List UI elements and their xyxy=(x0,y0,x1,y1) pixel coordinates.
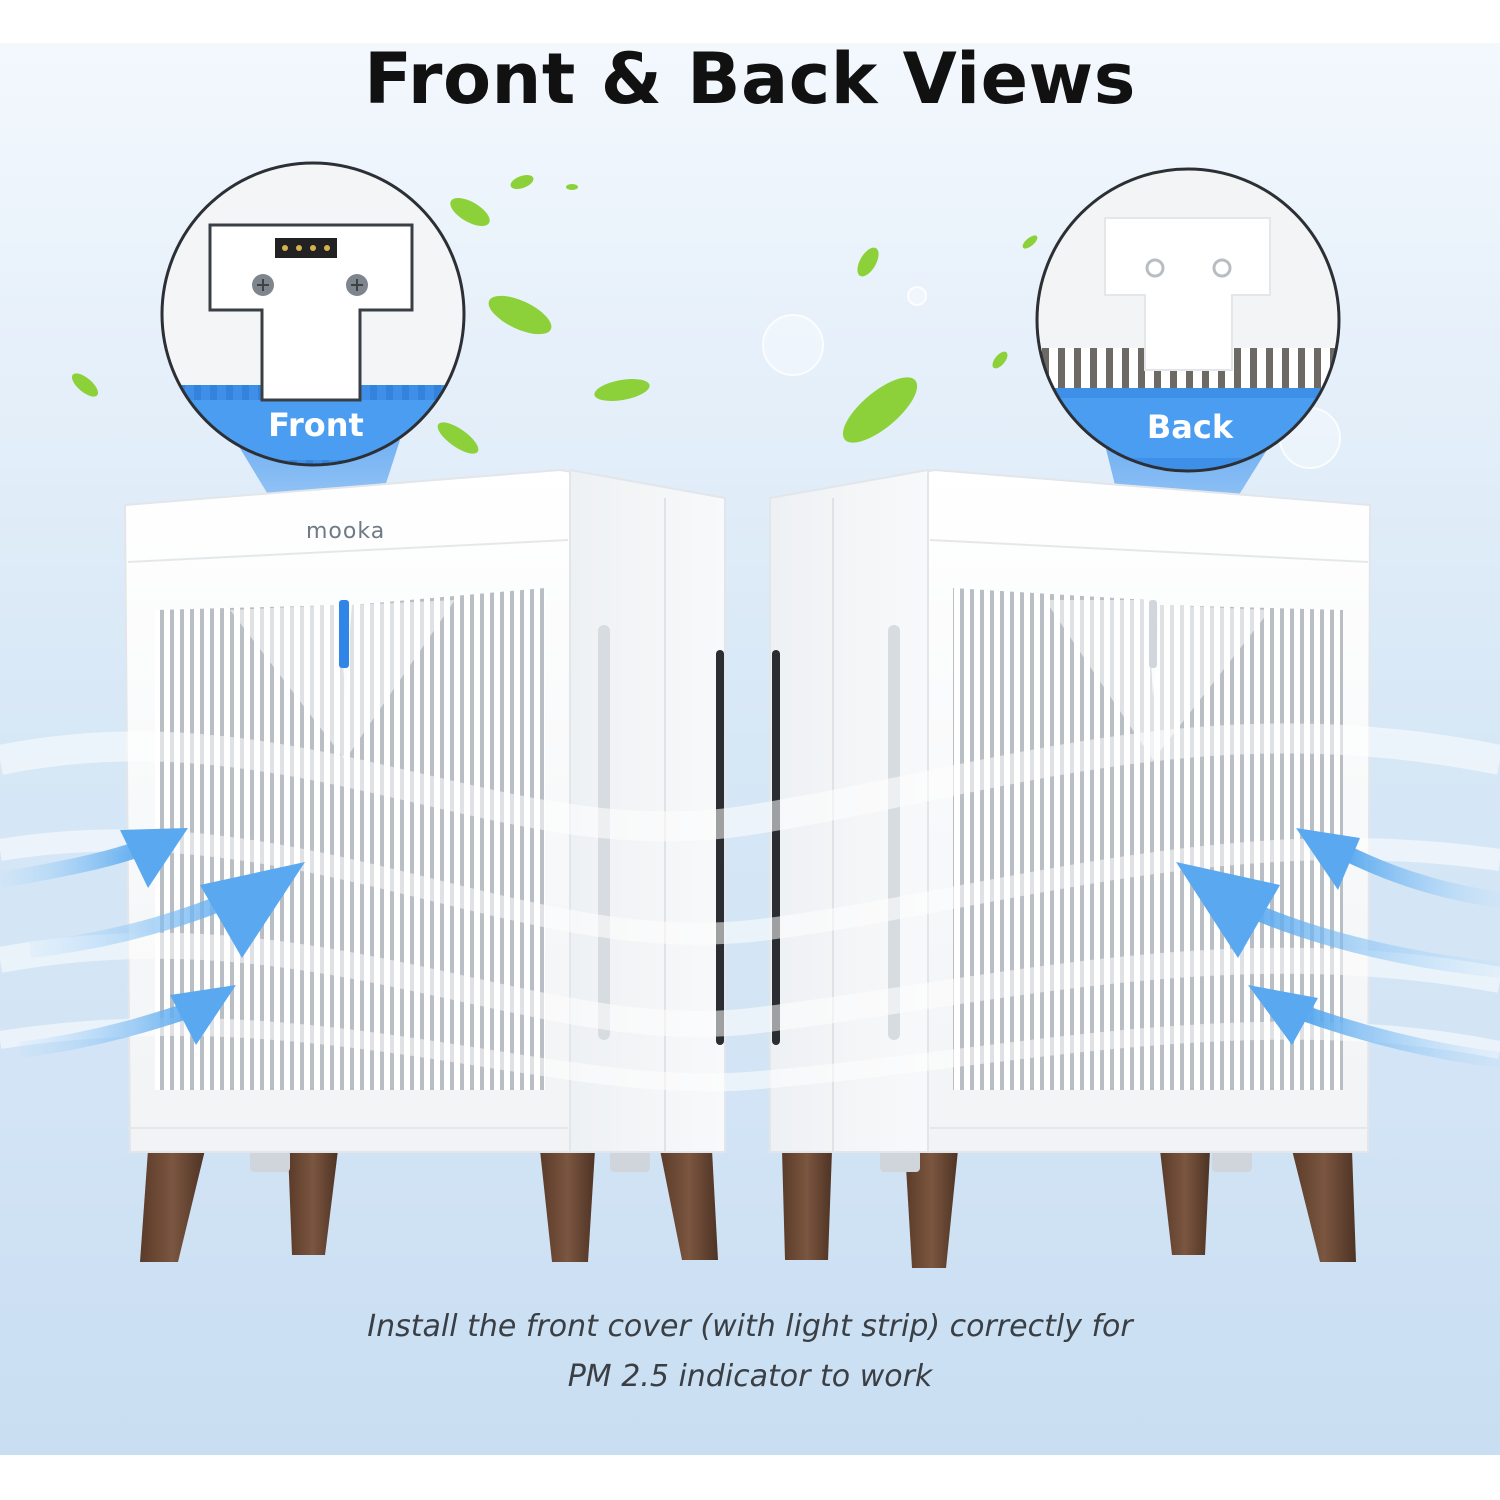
caption-line-2: PM 2.5 indicator to work xyxy=(567,1359,933,1394)
airflow-arrow-icon xyxy=(19,985,236,1058)
page-title: Front & Back Views xyxy=(364,38,1136,120)
airflow-arrow-icon xyxy=(0,828,188,888)
leaf-icon xyxy=(488,295,552,335)
front-label: Front xyxy=(268,406,364,444)
screw-icon xyxy=(252,274,274,296)
airflow-arrow-icon xyxy=(29,862,305,958)
front-callout: Front xyxy=(160,161,466,467)
leg xyxy=(1292,1150,1356,1262)
back-unit xyxy=(769,468,1372,1268)
leg xyxy=(905,1150,958,1268)
leaf-icon xyxy=(842,377,918,443)
leaf-icon xyxy=(437,422,479,454)
airflow-arrow-icon xyxy=(1248,985,1500,1068)
brand-logo: mooka xyxy=(306,519,385,544)
leaf-icon xyxy=(450,198,490,226)
airflow-arrow-icon xyxy=(1296,828,1500,908)
caption-line-1: Install the front cover (with light stri… xyxy=(367,1309,1133,1344)
bubble-icon xyxy=(762,314,824,376)
front-unit: mooka xyxy=(123,468,726,1262)
airflow-arrow-icon xyxy=(1176,862,1500,978)
back-label: Back xyxy=(1147,408,1234,446)
front-grille xyxy=(155,588,545,1090)
leaf-icon xyxy=(594,379,650,401)
leg xyxy=(660,1150,718,1260)
leg xyxy=(782,1150,832,1260)
leaf-icon xyxy=(857,247,879,277)
leaf-icon xyxy=(1022,235,1038,249)
screw-icon xyxy=(346,274,368,296)
instruction-caption: Install the front cover (with light stri… xyxy=(200,1302,1300,1402)
leaf-icon xyxy=(566,184,578,190)
leg xyxy=(288,1150,338,1255)
airflow-waves xyxy=(0,723,1500,1092)
leg xyxy=(1160,1150,1210,1255)
leg xyxy=(140,1150,205,1262)
leaf-icon xyxy=(992,351,1008,369)
leg xyxy=(540,1150,595,1262)
bubble-icon xyxy=(907,286,927,306)
leaf-icon xyxy=(71,373,99,397)
leaf-icon xyxy=(510,175,534,189)
light-strip xyxy=(339,600,349,668)
